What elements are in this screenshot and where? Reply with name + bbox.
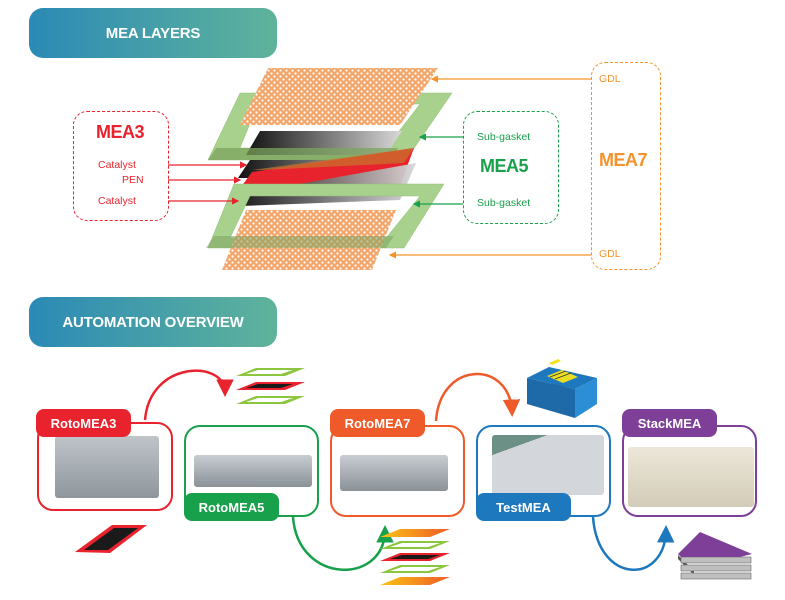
- station-tag-stackmea[interactable]: StackMEA: [622, 409, 717, 437]
- mea3-label-box: [73, 111, 169, 221]
- station-card-stackmea[interactable]: [622, 425, 757, 517]
- mea7-layer-gdl-bottom: GDL: [599, 248, 621, 260]
- station-card-rotomea3[interactable]: [37, 422, 173, 511]
- rotomea3-machine-image: [55, 436, 159, 498]
- mea5-label-box: [463, 111, 559, 224]
- station-tag-rotomea7[interactable]: RotoMEA7: [330, 409, 425, 437]
- test-box-icon: [527, 359, 597, 418]
- mea7-title: MEA7: [599, 150, 648, 170]
- flow-arrow-mea3-to-mea5: [143, 369, 234, 421]
- mea-stack-icon: [678, 532, 752, 580]
- mea3-layer-pen: PEN: [122, 174, 144, 186]
- flow-arrow-test-to-stack: [591, 516, 675, 571]
- automation-overview-header: AUTOMATION OVERVIEW: [29, 297, 277, 347]
- stackmea-machine-image: [628, 447, 754, 507]
- mea3-title: MEA3: [96, 122, 145, 142]
- mea5-product-icon: [236, 368, 305, 404]
- gdl-top: [240, 68, 438, 125]
- station-tag-rotomea3[interactable]: RotoMEA3: [36, 409, 131, 437]
- rotomea5-machine-image: [194, 455, 312, 487]
- mea7-label-box: [591, 62, 661, 270]
- mea5-layer-subgasket-top: Sub-gasket: [477, 131, 531, 143]
- mea3-product-icon: [75, 525, 147, 553]
- testmea-machine-image: [492, 435, 604, 495]
- mea7-layer-gdl-top: GDL: [599, 73, 621, 85]
- mea3-layer-catalyst-top: Catalyst: [98, 159, 136, 171]
- mea-layers-header: MEA LAYERS: [29, 8, 277, 58]
- station-card-rotomea7[interactable]: [330, 425, 465, 517]
- mea3-layer-catalyst-bottom: Catalyst: [98, 195, 136, 207]
- flow-arrow-mea7-to-test: [434, 372, 521, 422]
- mea5-layer-subgasket-bottom: Sub-gasket: [477, 197, 531, 209]
- mea7-product-icon: [380, 529, 450, 585]
- mea5-title: MEA5: [480, 156, 529, 176]
- station-tag-rotomea5[interactable]: RotoMEA5: [184, 493, 279, 521]
- station-tag-testmea[interactable]: TestMEA: [476, 493, 571, 521]
- flow-arrow-mea5-to-mea7: [291, 516, 394, 571]
- rotomea7-machine-image: [340, 455, 448, 491]
